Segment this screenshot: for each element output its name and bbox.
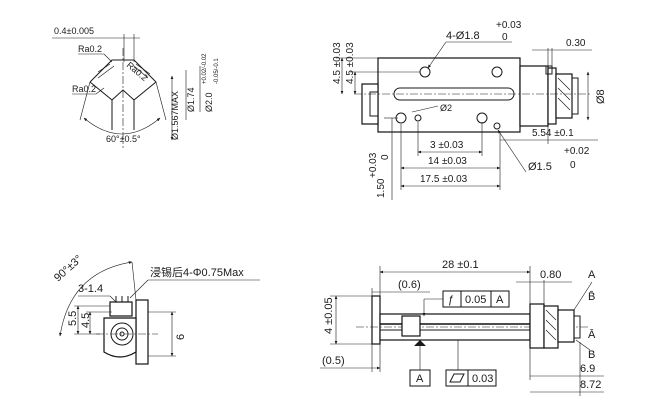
side-motor-can [529,303,545,349]
section-label-a-mid: Ā [588,329,596,341]
section-label-b-bottom: B [588,349,595,361]
dim-8-72: 8.72 [580,379,601,391]
dim-14: 14 ±0.03 [428,156,467,167]
tolerance-datum-box [490,290,510,308]
dim-5-54: 5.54 ±0.1 [532,128,574,139]
datum-a-box [409,369,431,387]
dim-3: 3 ±0.03 [430,140,464,151]
pin-dia-label: Ø1.5 [528,161,552,173]
dim-dia-8: Ø8 [595,89,607,104]
end-bracket-plate [135,299,149,365]
outer-dia-tol: -0.05/-0.1 [214,58,220,84]
dim-1-50: 1.50 [376,178,387,198]
flatness-symbol-box [445,369,469,387]
section-label-b-top: B̄ [588,290,595,303]
inner-dia-tol: +0.02/-0.02 [202,53,208,84]
motor-can [519,65,549,127]
mount-hole-2 [491,66,503,78]
side-left-plate [371,295,381,345]
bracket-body [377,57,521,133]
dim-4-5-a: 4.5 ±0.03 [332,42,343,84]
ref-0-5: (0.5) [322,355,345,367]
cone-angle-label: 60°±0.5° [106,134,141,144]
pin-tol-lower: 0 [570,160,576,171]
dim-17-5: 17.5 ±0.03 [420,174,468,185]
motor-coil [555,73,573,119]
dim-6: 6 [175,334,187,340]
dim-5-5: 5.5 [67,311,79,326]
tolerance-value: 0.05 [465,294,486,306]
dim-4-5: 4.5 [80,313,92,328]
dim-28: 28 ±0.1 [442,259,479,271]
end-bracket-body [103,317,137,358]
tin-note: 浸锡后4-Φ0.75Max [150,265,244,279]
angle-arc [59,261,133,337]
dim-4-5-b: 4.5 ±0.03 [345,42,356,84]
holes-tol-lower: 0 [502,32,508,43]
slot-dia-label: Ø2 [440,103,452,113]
pin-tol-upper: +0.02 [564,146,590,157]
end-view: 90°±3° 3-1.4 浸锡后4-Φ0.75Max 5.5 4.5 6 [52,253,260,365]
ra-label-bottom-left: Ra0.2 [72,84,96,94]
flatness-value-box [467,369,497,387]
ref-0-6: (0.6) [398,279,421,291]
dim-0-80: 0.80 [540,269,561,281]
cone-angle-arc [83,117,161,135]
tip-detail-view: 0.4±0.005 Ra0.2 Ra0.2 Ra0.2 60°±0.5° Ø1.… [52,26,220,148]
ra-label-top-left: Ra0.2 [78,44,102,54]
pin-hole [414,114,422,122]
tolerance-symbol: ƒ [448,294,454,306]
tip-dia-label: Ø1.567MAX [170,91,180,140]
angle-label: 90°±3° [52,253,85,284]
tolerance-datum: A [496,294,504,306]
top-view: 4-Ø1.8 +0.03 0 4.5 ±0.03 4.5 ±0.03 0.30 … [332,20,607,200]
section-label-a-top: A [588,269,596,281]
holes-tol-upper: +0.03 [496,20,522,31]
dim-6-9: 6.9 [580,363,595,375]
datum-a-label: A [416,373,424,385]
side-view: 28 ±0.1 (0.6) 0.80 ƒ 0.05 A 4 ±0.05 (0.5… [320,259,604,396]
holes-label: 4-Ø1.8 [446,30,480,42]
outer-dia-label: Ø2.0 [204,92,214,112]
dim-4: 4 ±0.05 [323,297,335,334]
flatness-value: 0.03 [472,373,493,385]
dim-0-03-tol: +0.03 [368,152,379,178]
dim-3-1-4: 3-1.4 [78,283,103,295]
side-end-cap [557,309,575,343]
dim-0-03-base: 0 [380,154,391,160]
dim-tip-width-label: 0.4±0.005 [54,26,94,36]
dim-0-30: 0.30 [566,38,586,49]
inner-dia-label: Ø1.74 [186,87,196,112]
side-coil [543,305,559,349]
side-nut [401,315,421,337]
